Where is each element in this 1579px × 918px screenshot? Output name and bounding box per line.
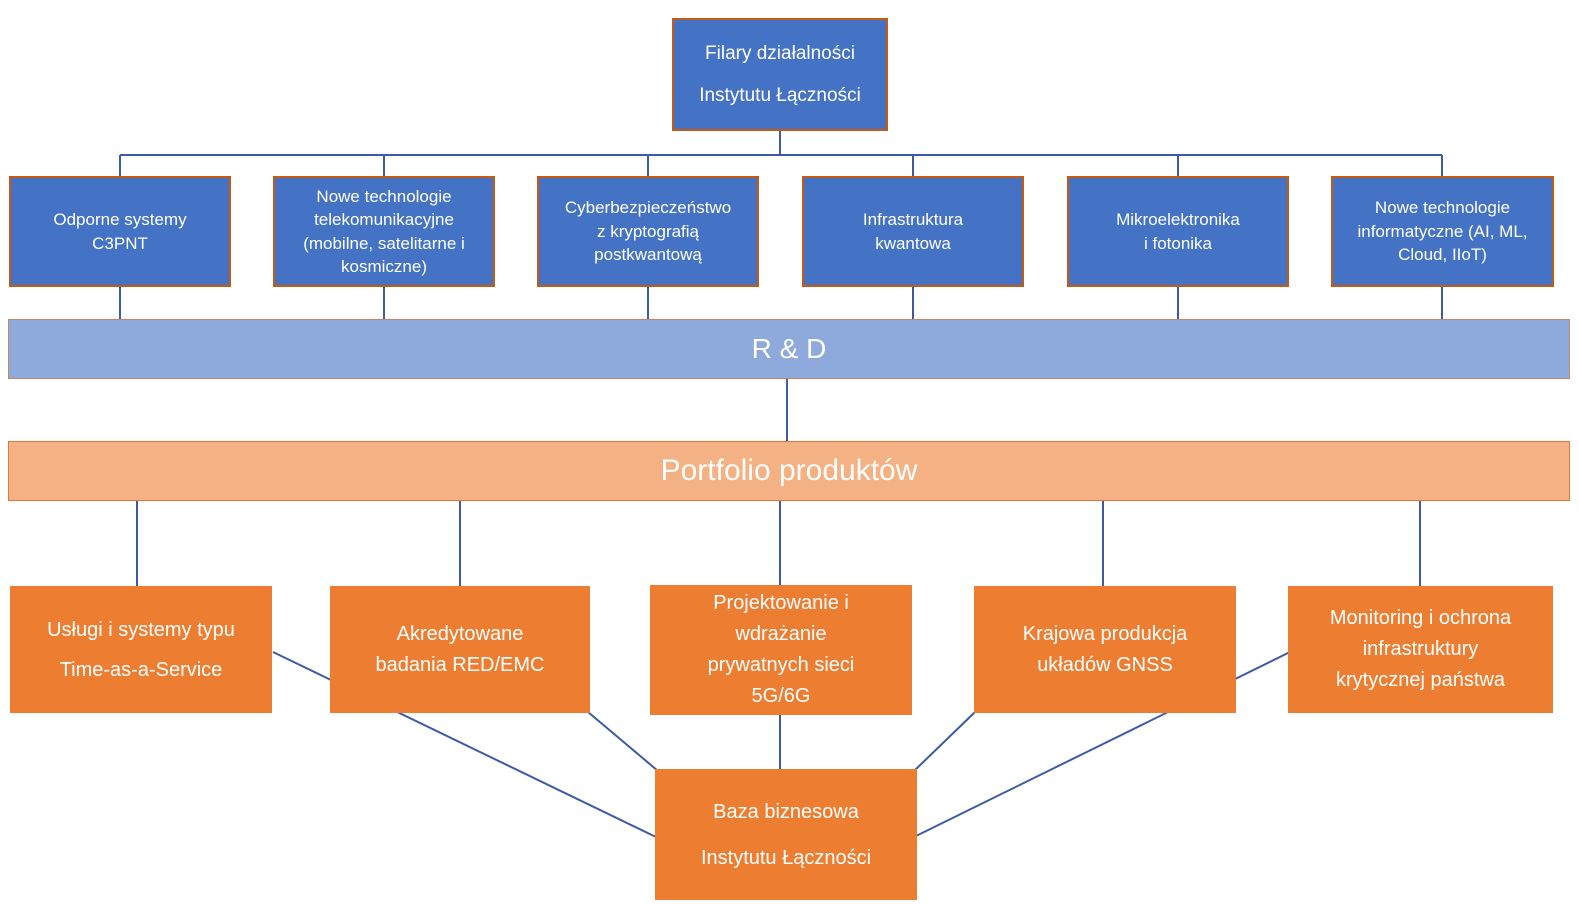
- pillar-odporne-systemy: Odporne systemy C3PNT: [9, 176, 231, 287]
- product-monitoring-infrastruktury: Monitoring i ochrona infrastruktury kryt…: [1288, 586, 1553, 713]
- node-label: Odporne systemy C3PNT: [53, 210, 187, 253]
- node-label: Nowe technologie telekomunikacyjne (mobi…: [303, 186, 465, 276]
- node-label: Baza biznesowa Instytutu Łączności: [700, 800, 872, 869]
- node-label: Nowe technologie informatyczne (AI, ML, …: [1357, 198, 1528, 265]
- product-uklady-gnss: Krajowa produkcja układów GNSS: [974, 586, 1236, 713]
- pillar-infrastruktura-kwantowa: Infrastruktura kwantowa: [802, 176, 1024, 287]
- node-label: Akredytowane badania RED/EMC: [375, 622, 545, 676]
- pillar-mikroelektronika: Mikroelektronika i fotonika: [1067, 176, 1289, 287]
- rd-bar: R & D: [8, 319, 1570, 379]
- node-label: Cyberbezpieczeństwo z kryptografią postk…: [564, 198, 732, 265]
- node-label: Filary działalności Instytutu Łączności: [699, 42, 861, 106]
- node-label: Usługi i systemy typu Time-as-a-Service: [47, 618, 235, 681]
- pillar-nowe-technologie-informatyczne: Nowe technologie informatyczne (AI, ML, …: [1331, 176, 1554, 287]
- rd-bar-label: R & D: [751, 333, 827, 364]
- node-label: Krajowa produkcja układów GNSS: [1022, 622, 1188, 676]
- node-label: Projektowanie i wdrażanie prywatnych sie…: [707, 592, 855, 707]
- portfolio-bar: Portfolio produktów: [8, 441, 1570, 501]
- node-baza-biznesowa: Baza biznesowa Instytutu Łączności: [655, 769, 917, 900]
- node-label: Infrastruktura kwantowa: [862, 210, 964, 253]
- node-filary-dzialalnosci: Filary działalności Instytutu Łączności: [672, 18, 888, 131]
- node-label: Monitoring i ochrona infrastruktury kryt…: [1329, 607, 1512, 691]
- connector-line: [913, 711, 976, 772]
- portfolio-bar-label: Portfolio produktów: [660, 454, 918, 487]
- pillar-nowe-technologie-telekomunikacyjne: Nowe technologie telekomunikacyjne (mobi…: [273, 176, 495, 287]
- node-label: Mikroelektronika i fotonika: [1116, 210, 1240, 253]
- pillar-cyberbezpieczenstwo: Cyberbezpieczeństwo z kryptografią postk…: [537, 176, 759, 287]
- connector-line: [587, 711, 659, 772]
- product-time-as-a-service: Usługi i systemy typu Time-as-a-Service: [10, 586, 272, 713]
- product-akredytowane-badania: Akredytowane badania RED/EMC: [330, 586, 590, 713]
- product-sieci-5g-6g: Projektowanie i wdrażanie prywatnych sie…: [650, 585, 912, 715]
